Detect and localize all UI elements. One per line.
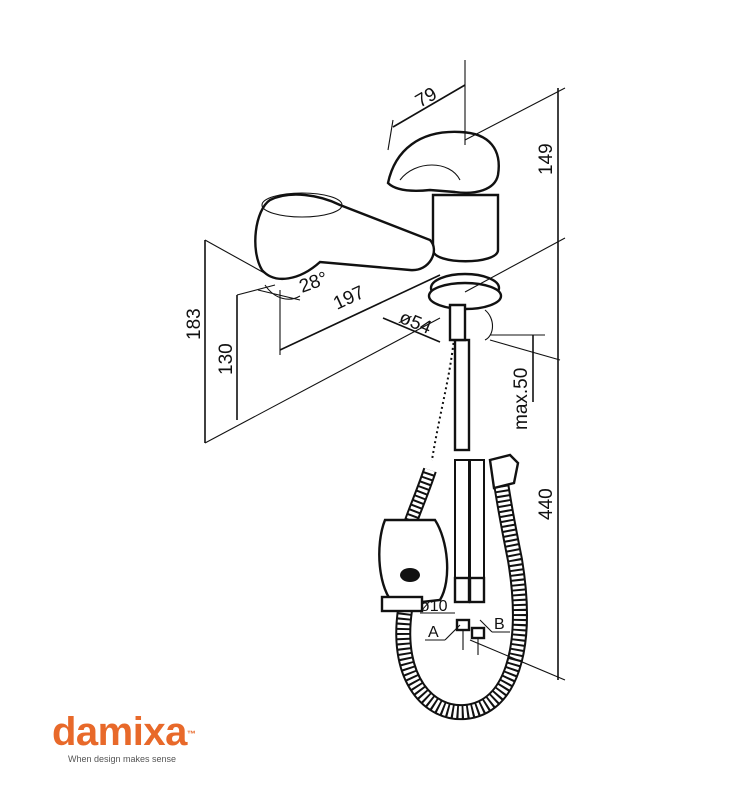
dimension-lines	[204, 60, 566, 681]
logo-tagline: When design makes sense	[68, 754, 177, 764]
hose-weight	[378, 518, 449, 613]
dim-197: 197	[330, 282, 368, 314]
logo-trademark: ™	[186, 729, 196, 739]
dim-o54: ø54	[396, 307, 435, 339]
hoses	[395, 329, 528, 721]
label-a: A	[428, 624, 439, 641]
dim-o10: ø10	[420, 598, 448, 615]
dim-130: 130	[216, 343, 237, 375]
dim-440: 440	[536, 488, 557, 520]
logo-wordmark: damixa	[52, 710, 187, 754]
dim-149: 149	[536, 143, 557, 175]
dim-79: 79	[412, 84, 441, 113]
dim-183: 183	[184, 308, 205, 340]
faucet-body	[254, 130, 503, 342]
damixa-logo: damixa™ When design makes sense	[52, 710, 196, 764]
label-b: B	[494, 616, 505, 633]
dim-max-50: max.50	[511, 368, 532, 430]
